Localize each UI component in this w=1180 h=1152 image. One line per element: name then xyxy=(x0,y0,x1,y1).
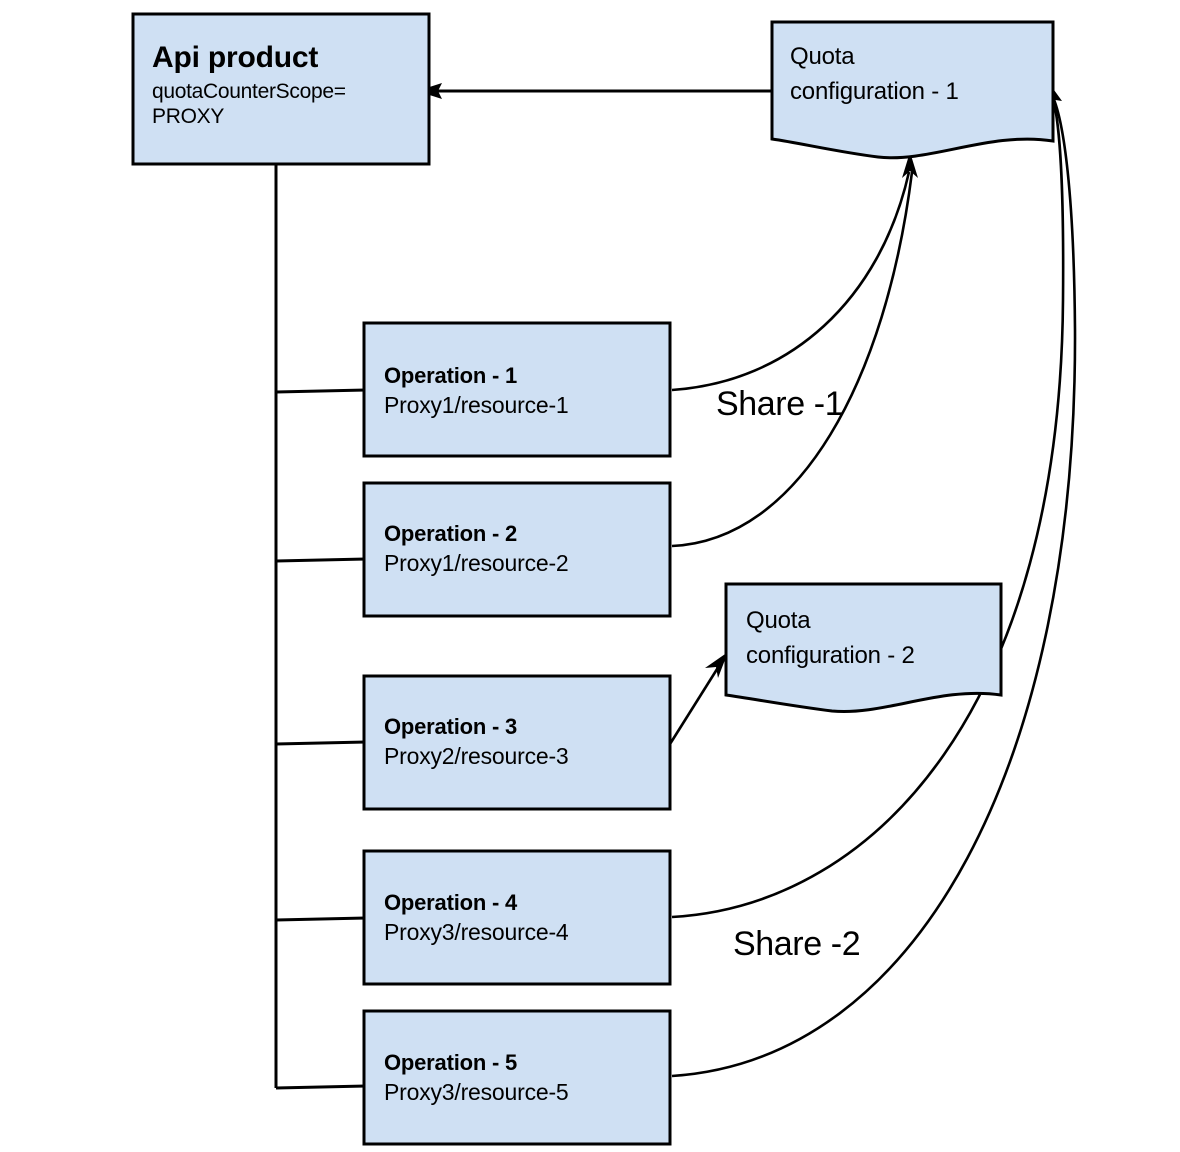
node-quota-configuration-1[interactable] xyxy=(770,20,1055,160)
operation-2-path: Proxy1/resource-2 xyxy=(384,550,569,576)
connector-trunk-to-operation-5 xyxy=(275,1084,367,1090)
connector-operation-5-to-quota1 xyxy=(671,94,1077,1078)
arrowhead-operation-3-to-quota2 xyxy=(705,652,728,678)
operation-2-title: Operation - 2 xyxy=(384,521,518,546)
arrowhead-share1-to-quota1 xyxy=(902,152,918,178)
node-operation-4[interactable] xyxy=(362,849,672,986)
quota-configuration-1-line1: Quota xyxy=(790,43,855,70)
connector-trunk-to-operation-2 xyxy=(275,557,367,563)
node-api-product[interactable] xyxy=(131,12,431,166)
connector-operation-3-to-quota2 xyxy=(668,665,721,745)
node-operation-5[interactable] xyxy=(362,1009,672,1146)
api-product-title: Api product xyxy=(152,41,319,74)
connector-trunk-to-operation-4 xyxy=(275,916,367,922)
quota-configuration-1-line2: configuration - 1 xyxy=(790,78,959,105)
node-operation-2[interactable] xyxy=(362,481,672,618)
operation-3-title: Operation - 3 xyxy=(384,714,518,739)
connector-operation-4-to-quota1 xyxy=(671,94,1065,919)
connector-trunk-to-operation-3 xyxy=(275,740,367,746)
node-quota-configuration-2[interactable] xyxy=(724,582,1003,714)
quota-configuration-2-line1: Quota xyxy=(746,607,811,634)
operation-4-path: Proxy3/resource-4 xyxy=(384,919,569,945)
operation-1-title: Operation - 1 xyxy=(384,363,518,388)
operation-3-path: Proxy2/resource-3 xyxy=(384,743,569,769)
api-product-scope-line2: PROXY xyxy=(152,105,225,128)
quota-configuration-2-line2: configuration - 2 xyxy=(746,642,915,669)
operation-5-path: Proxy3/resource-5 xyxy=(384,1079,569,1105)
api-product-scope-line1: quotaCounterScope= xyxy=(152,80,346,103)
connector-operation-1-to-quota1 xyxy=(671,171,911,392)
connector-operation-2-to-quota1 xyxy=(671,171,914,548)
edge-label-share-1: Share -1 xyxy=(716,385,844,423)
operation-4-title: Operation - 4 xyxy=(384,890,518,915)
node-operation-1[interactable] xyxy=(362,321,672,458)
operation-1-path: Proxy1/resource-1 xyxy=(384,392,569,418)
edge-label-share-2: Share -2 xyxy=(733,925,861,963)
connector-trunk-to-operation-1 xyxy=(275,388,367,394)
operation-5-title: Operation - 5 xyxy=(384,1050,518,1075)
node-operation-3[interactable] xyxy=(362,674,672,811)
